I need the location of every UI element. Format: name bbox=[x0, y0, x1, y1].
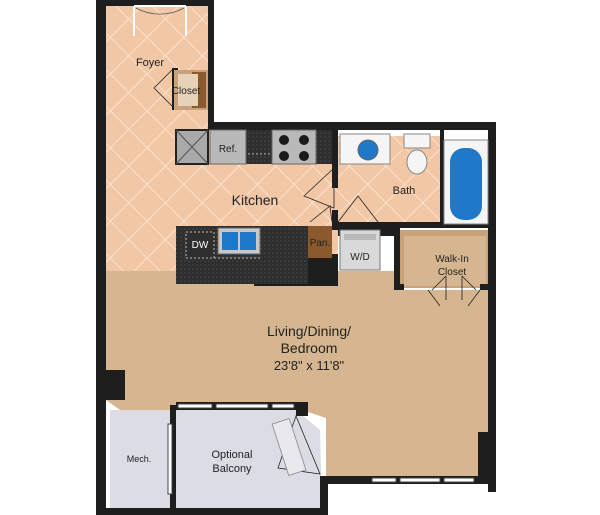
walk-in-closet-label-1: Walk-In bbox=[435, 254, 469, 265]
walk-in-closet-inner bbox=[404, 236, 486, 286]
closet-door-swing[interactable] bbox=[153, 69, 173, 107]
mech-floor bbox=[110, 410, 174, 510]
refrigerator bbox=[209, 129, 247, 165]
toilet-tank bbox=[403, 133, 431, 149]
living-dimensions: 23'8" x 11'8" bbox=[274, 358, 345, 373]
walk-in-closet-label-2: Closet bbox=[438, 267, 467, 278]
closet-label: Closet bbox=[172, 86, 201, 97]
windows bbox=[167, 403, 475, 495]
living-label-1: Living/Dining/ bbox=[267, 323, 351, 339]
stove-burners bbox=[279, 135, 309, 161]
pantry bbox=[308, 226, 332, 258]
washer-dryer-label: W/D bbox=[350, 252, 369, 263]
mech-label: Mech. bbox=[127, 454, 152, 464]
walk-in-closet-doors[interactable] bbox=[431, 275, 477, 300]
balcony-label-1: Optional bbox=[212, 449, 253, 461]
entry-door[interactable] bbox=[133, 5, 187, 36]
balcony-label-2: Balcony bbox=[212, 463, 252, 475]
pantry-label: Pan. bbox=[310, 238, 331, 249]
kitchen-label: Kitchen bbox=[232, 192, 279, 208]
foyer-label: Foyer bbox=[136, 57, 164, 69]
dishwasher-label: DW bbox=[192, 240, 209, 251]
living-label-2: Bedroom bbox=[281, 340, 338, 356]
bath-sink bbox=[357, 139, 379, 161]
toilet bbox=[406, 149, 428, 175]
bath-hall-door-swing[interactable] bbox=[303, 167, 335, 209]
wd-door-swing[interactable] bbox=[337, 195, 379, 223]
living-floor bbox=[106, 271, 488, 478]
stove bbox=[271, 129, 317, 165]
bath-label: Bath bbox=[393, 185, 416, 197]
refrigerator-label: Ref. bbox=[219, 144, 237, 155]
